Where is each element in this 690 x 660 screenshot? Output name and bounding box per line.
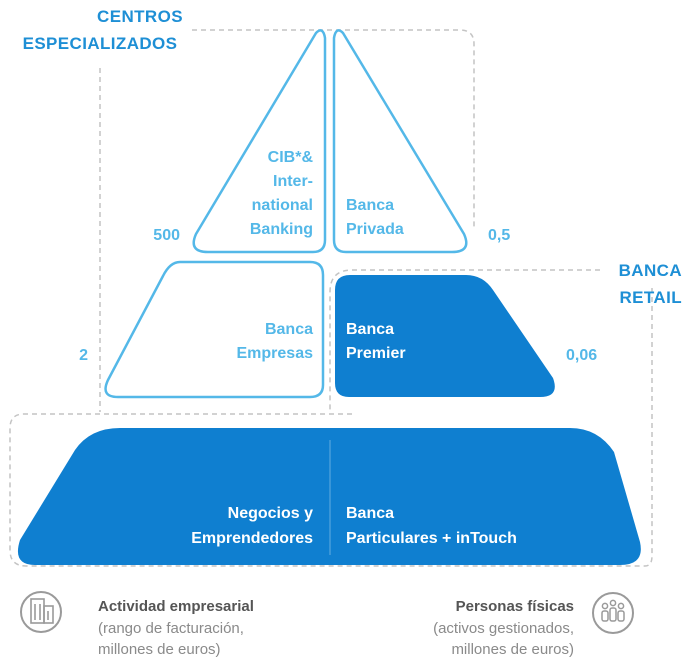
particulares-label-line2: Particulares + inTouch [346, 530, 517, 547]
retail-heading-line1: BANCA [619, 261, 682, 280]
bottom-tier-shape [17, 428, 641, 565]
retail-heading-line2: RETAIL [619, 288, 682, 307]
premier-threshold-value: 0,06 [566, 347, 597, 364]
people-group-icon [592, 592, 634, 634]
cib-label-line3: national [252, 197, 313, 214]
legend-left-line1: (rango de facturación, [98, 620, 244, 637]
legend-left-title: Actividad empresarial [98, 598, 254, 615]
cib-threshold-value: 500 [153, 227, 180, 244]
cib-label-line4: Banking [250, 221, 313, 238]
banca-empresas-shape [104, 260, 325, 399]
office-building-icon [20, 591, 62, 633]
banca-empresas-label-line1: Banca [265, 321, 313, 338]
banca-premier-label-line1: Banca [346, 321, 394, 338]
centros-heading-line1: CENTROS [97, 7, 183, 26]
privada-threshold-value: 0,5 [488, 227, 510, 244]
legend-right-title: Personas físicas [456, 598, 574, 615]
cib-shape [192, 29, 327, 254]
cib-label-line1: CIB*& [268, 149, 314, 166]
centros-heading-line2: ESPECIALIZADOS [23, 34, 178, 53]
banca-premier-label-line2: Premier [346, 345, 406, 362]
banca-empresas-label-line2: Empresas [237, 345, 314, 362]
empresas-threshold-value: 2 [79, 347, 88, 364]
legend-right-line2: millones de euros) [451, 641, 574, 658]
banca-privada-shape [332, 29, 468, 254]
cib-label-line2: Inter- [273, 173, 313, 190]
legend-left-line2: millones de euros) [98, 641, 221, 658]
particulares-label-line1: Banca [346, 505, 394, 522]
banca-privada-label-line1: Banca [346, 197, 394, 214]
banca-privada-label-line2: Privada [346, 221, 404, 238]
banca-retail-boundary [329, 269, 600, 412]
banca-premier-shape [335, 275, 555, 397]
legend-right-line1: (activos gestionados, [433, 620, 574, 637]
negocios-label-line1: Negocios y [228, 505, 313, 522]
negocios-label-line2: Emprendedores [191, 530, 313, 547]
centros-especializados-boundary [192, 29, 475, 230]
